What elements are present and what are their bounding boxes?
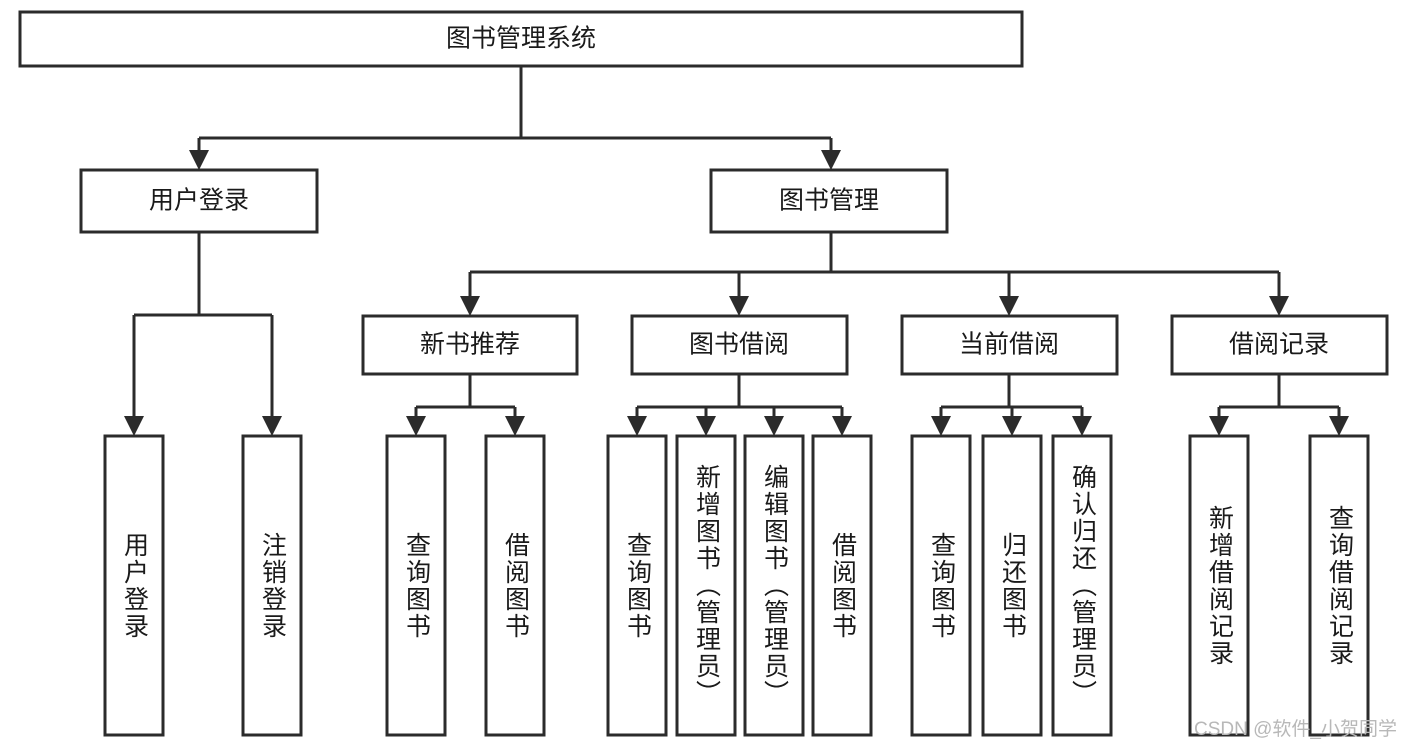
node-box-current-borrow[interactable] (900, 314, 1119, 376)
leaf-label-edit-book: 编辑图书（管理员） (760, 464, 789, 707)
arrow-to-leaf-logout (262, 416, 282, 436)
node-box-root[interactable] (18, 10, 1024, 68)
arrow-to-leaf-user-login (124, 416, 144, 436)
arrow-to-leaf-query-record (1329, 416, 1349, 436)
node-box-leaf-edit-book[interactable] (743, 434, 805, 737)
node-box-new-book-recommend[interactable] (361, 314, 579, 376)
node-box-book-borrow[interactable] (630, 314, 849, 376)
node-label-book-borrow: 图书借阅 (689, 331, 789, 359)
node-label-book-manage: 图书管理 (779, 187, 879, 215)
arrow-to-leaf-query-book-3 (931, 416, 951, 436)
leaf-label-borrow-book-2: 借阅图书 (828, 531, 857, 640)
node-box-leaf-query-book-2[interactable] (606, 434, 668, 737)
arrow-to-book-manage (821, 150, 841, 170)
node-box-leaf-logout[interactable] (241, 434, 303, 737)
leaf-label-query-record: 查询借阅记录 (1325, 504, 1354, 667)
node-box-leaf-borrow-book-2[interactable] (811, 434, 873, 737)
arrow-to-leaf-query-book-1 (406, 416, 426, 436)
arrow-to-leaf-return-book (1002, 416, 1022, 436)
node-box-leaf-user-login[interactable] (103, 434, 165, 737)
arrow-to-leaf-edit-book (764, 416, 784, 436)
arrow-to-user-login (189, 150, 209, 170)
arrow-to-leaf-add-record (1209, 416, 1229, 436)
leaf-label-user-login: 用户登录 (120, 531, 149, 640)
arrow-to-leaf-borrow-book-1 (505, 416, 525, 436)
leaf-label-add-record: 新增借阅记录 (1205, 504, 1234, 667)
nodes-group: 图书管理系统 用户登录 图书管理 新书推荐 图书借阅 当前借阅 借阅记录 (18, 10, 1389, 737)
leaf-label-borrow-book-1: 借阅图书 (501, 531, 530, 640)
edges-group (124, 66, 1349, 436)
arrow-to-new-book-recommend (460, 296, 480, 316)
node-box-leaf-query-book-1[interactable] (385, 434, 447, 737)
node-box-leaf-return-book[interactable] (981, 434, 1043, 737)
node-label-user-login: 用户登录 (149, 187, 249, 215)
csdn-watermark: CSDN @软件_小贺同学 (1194, 719, 1397, 740)
leaf-label-query-book-2: 查询图书 (623, 531, 652, 640)
leaf-label-logout: 注销登录 (258, 531, 287, 640)
node-label-borrow-record: 借阅记录 (1229, 331, 1329, 359)
node-label-current-borrow: 当前借阅 (959, 331, 1059, 359)
leaf-label-query-book-3: 查询图书 (927, 531, 956, 640)
arrow-to-leaf-confirm-return (1072, 416, 1092, 436)
node-box-user-login[interactable] (79, 168, 319, 234)
leaf-label-add-book: 新增图书（管理员） (692, 464, 721, 707)
arrow-to-leaf-query-book-2 (627, 416, 647, 436)
node-box-book-manage[interactable] (709, 168, 949, 234)
arrow-to-leaf-add-book (696, 416, 716, 436)
arrow-to-borrow-record (1269, 296, 1289, 316)
arrow-to-book-borrow (729, 296, 749, 316)
node-box-leaf-query-book-3[interactable] (910, 434, 972, 737)
node-box-leaf-add-record[interactable] (1188, 434, 1250, 737)
node-box-borrow-record[interactable] (1170, 314, 1389, 376)
arrow-to-leaf-borrow-book-2 (832, 416, 852, 436)
arrow-to-current-borrow (999, 296, 1019, 316)
leaf-label-query-book-1: 查询图书 (402, 531, 431, 640)
node-box-leaf-confirm-return[interactable] (1051, 434, 1113, 737)
node-box-leaf-add-book[interactable] (675, 434, 737, 737)
node-label-root: 图书管理系统 (446, 25, 596, 53)
leaf-label-return-book: 归还图书 (998, 531, 1027, 640)
leaf-label-confirm-return: 确认归还（管理员） (1068, 464, 1097, 707)
node-label-new-book-recommend: 新书推荐 (420, 331, 520, 359)
node-box-leaf-query-record[interactable] (1308, 434, 1370, 737)
node-box-leaf-borrow-book-1[interactable] (484, 434, 546, 737)
